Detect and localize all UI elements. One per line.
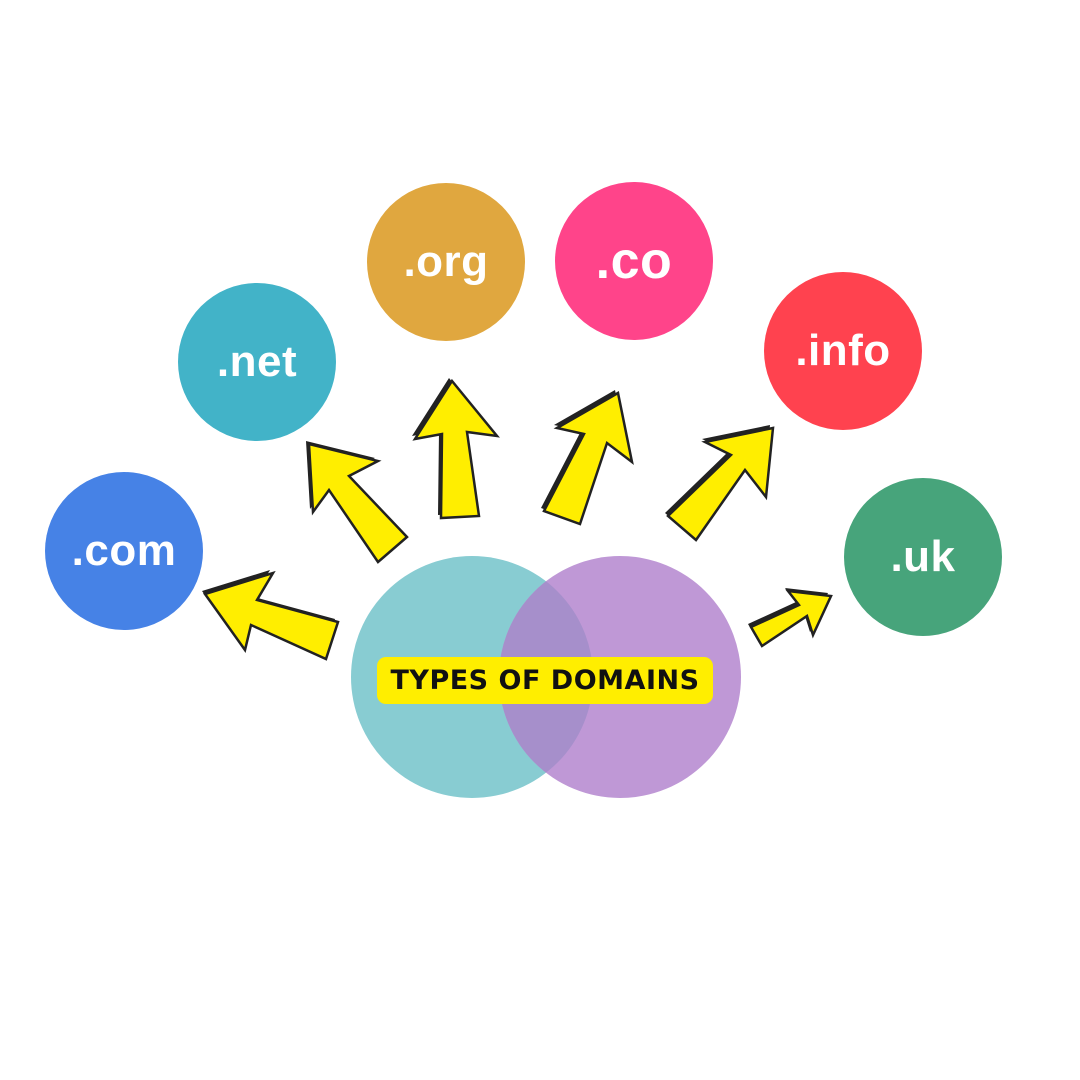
arrow-to-net-icon	[306, 441, 409, 564]
domain-circle-co: .co	[555, 182, 713, 340]
domain-circle-info: .info	[764, 272, 922, 430]
arrow-to-info-icon	[665, 425, 775, 542]
domain-label-org: .org	[403, 237, 489, 286]
arrow-to-org-icon	[412, 378, 500, 520]
venn-overlap	[499, 556, 593, 798]
domain-label-co: .co	[595, 232, 673, 290]
domain-label-uk: .uk	[890, 532, 956, 581]
domain-label-com: .com	[71, 526, 177, 575]
arrow-to-co-icon	[541, 390, 634, 526]
domain-circle-com: .com	[45, 472, 203, 630]
center-title: TYPES OF DOMAINS	[390, 665, 700, 696]
domain-circle-uk: .uk	[844, 478, 1002, 636]
domain-label-info: .info	[795, 326, 891, 375]
domain-circle-org: .org	[367, 183, 525, 341]
center-title-badge: TYPES OF DOMAINS	[377, 657, 713, 704]
arrow-to-uk-icon	[748, 588, 833, 648]
domain-circle-net: .net	[178, 283, 336, 441]
domain-label-net: .net	[216, 337, 298, 386]
arrow-to-com-icon	[202, 570, 340, 661]
